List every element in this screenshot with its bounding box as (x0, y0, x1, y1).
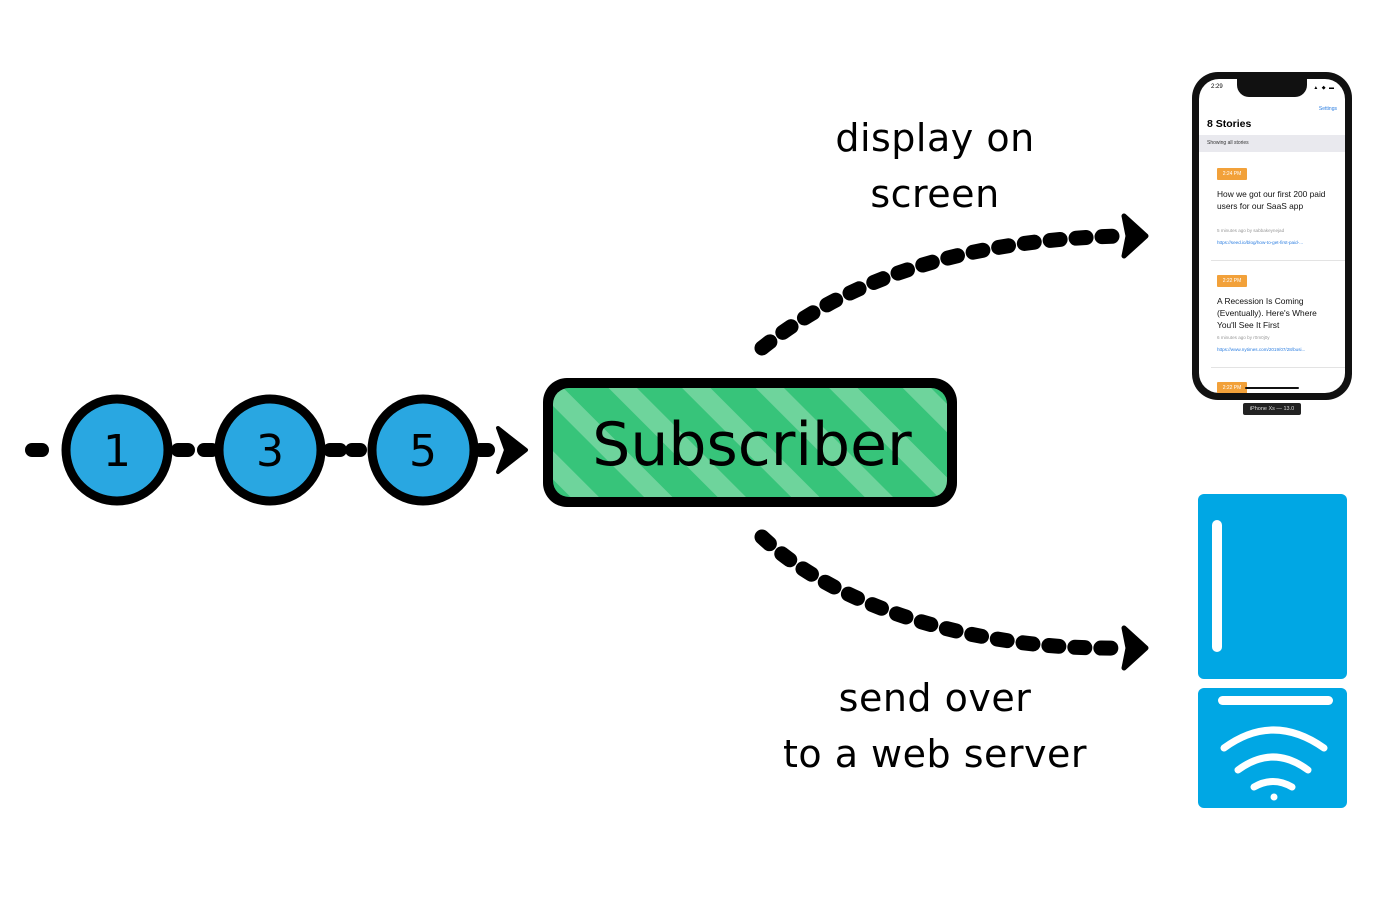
story-title: How we got our first 200 paid users for … (1217, 189, 1326, 211)
stream-node-value: 5 (409, 426, 437, 477)
stream-arrow-head-icon (496, 426, 528, 474)
home-indicator (1245, 387, 1299, 389)
status-icons: ▲ ◆ ▬ (1313, 85, 1335, 91)
story-url[interactable]: https://www.nytimes.com/2019/07/28/busi.… (1217, 347, 1306, 352)
display-label-line: display on (835, 116, 1035, 160)
send-label-line: send over (838, 676, 1032, 720)
story-time-badge: 2:24 PM (1217, 168, 1247, 180)
stories-title: 8 Stories (1207, 118, 1252, 130)
list-item[interactable]: 2:24 PM How we got our first 200 paid us… (1199, 160, 1345, 261)
device-caption: iPhone Xs — 13.0 (1243, 403, 1301, 415)
stream-node-5: 5 (367, 394, 479, 506)
section-header-text: Showing all stories (1207, 140, 1249, 146)
section-header: Showing all stories (1199, 135, 1345, 152)
stream-node-1: 1 (61, 394, 173, 506)
settings-button[interactable]: Settings (1318, 106, 1337, 112)
phone-screen: 2:29 ▲ ◆ ▬ Settings 8 Stories Showing al… (1199, 79, 1345, 393)
send-arrow-head-icon (1121, 625, 1149, 671)
story-time-badge: 2:22 PM (1217, 382, 1247, 393)
subscriber-box: Subscriber (543, 378, 957, 507)
display-arrow-head-icon (1121, 213, 1149, 259)
story-separator (1211, 367, 1345, 368)
story-separator (1211, 260, 1345, 261)
display-label: display on screen (820, 110, 1050, 222)
send-path (754, 529, 1126, 656)
send-label: send over to a web server (775, 670, 1095, 782)
list-item[interactable]: 2:22 PM A Recession Is Coming (Eventuall… (1199, 267, 1345, 368)
story-url[interactable]: https://seed.io/blog/how-to-get-first-pa… (1217, 240, 1304, 245)
status-time: 2:29 (1211, 84, 1223, 90)
story-meta: 5 minutes ago by sabbakeynejad (1217, 228, 1285, 233)
stream-node-value: 3 (256, 426, 284, 477)
wifi-icon (1220, 726, 1328, 791)
phone-mockup: 2:29 ▲ ◆ ▬ Settings 8 Stories Showing al… (1192, 72, 1352, 400)
send-label-line: to a web server (782, 732, 1088, 776)
phone-notch (1237, 79, 1307, 97)
display-label-line: screen (870, 172, 1000, 216)
stream-node-3: 3 (214, 394, 326, 506)
server-icon (1198, 494, 1347, 808)
subscriber-label: Subscriber (592, 410, 912, 480)
stream-node-value: 1 (103, 426, 131, 477)
story-meta: 6 minutes ago by r0m0j0y (1217, 335, 1270, 340)
story-time-badge: 2:22 PM (1217, 275, 1247, 287)
display-path (754, 228, 1128, 356)
story-title: A Recession Is Coming (Eventually). Here… (1217, 296, 1317, 330)
list-item[interactable]: 2:22 PM (1199, 374, 1345, 393)
